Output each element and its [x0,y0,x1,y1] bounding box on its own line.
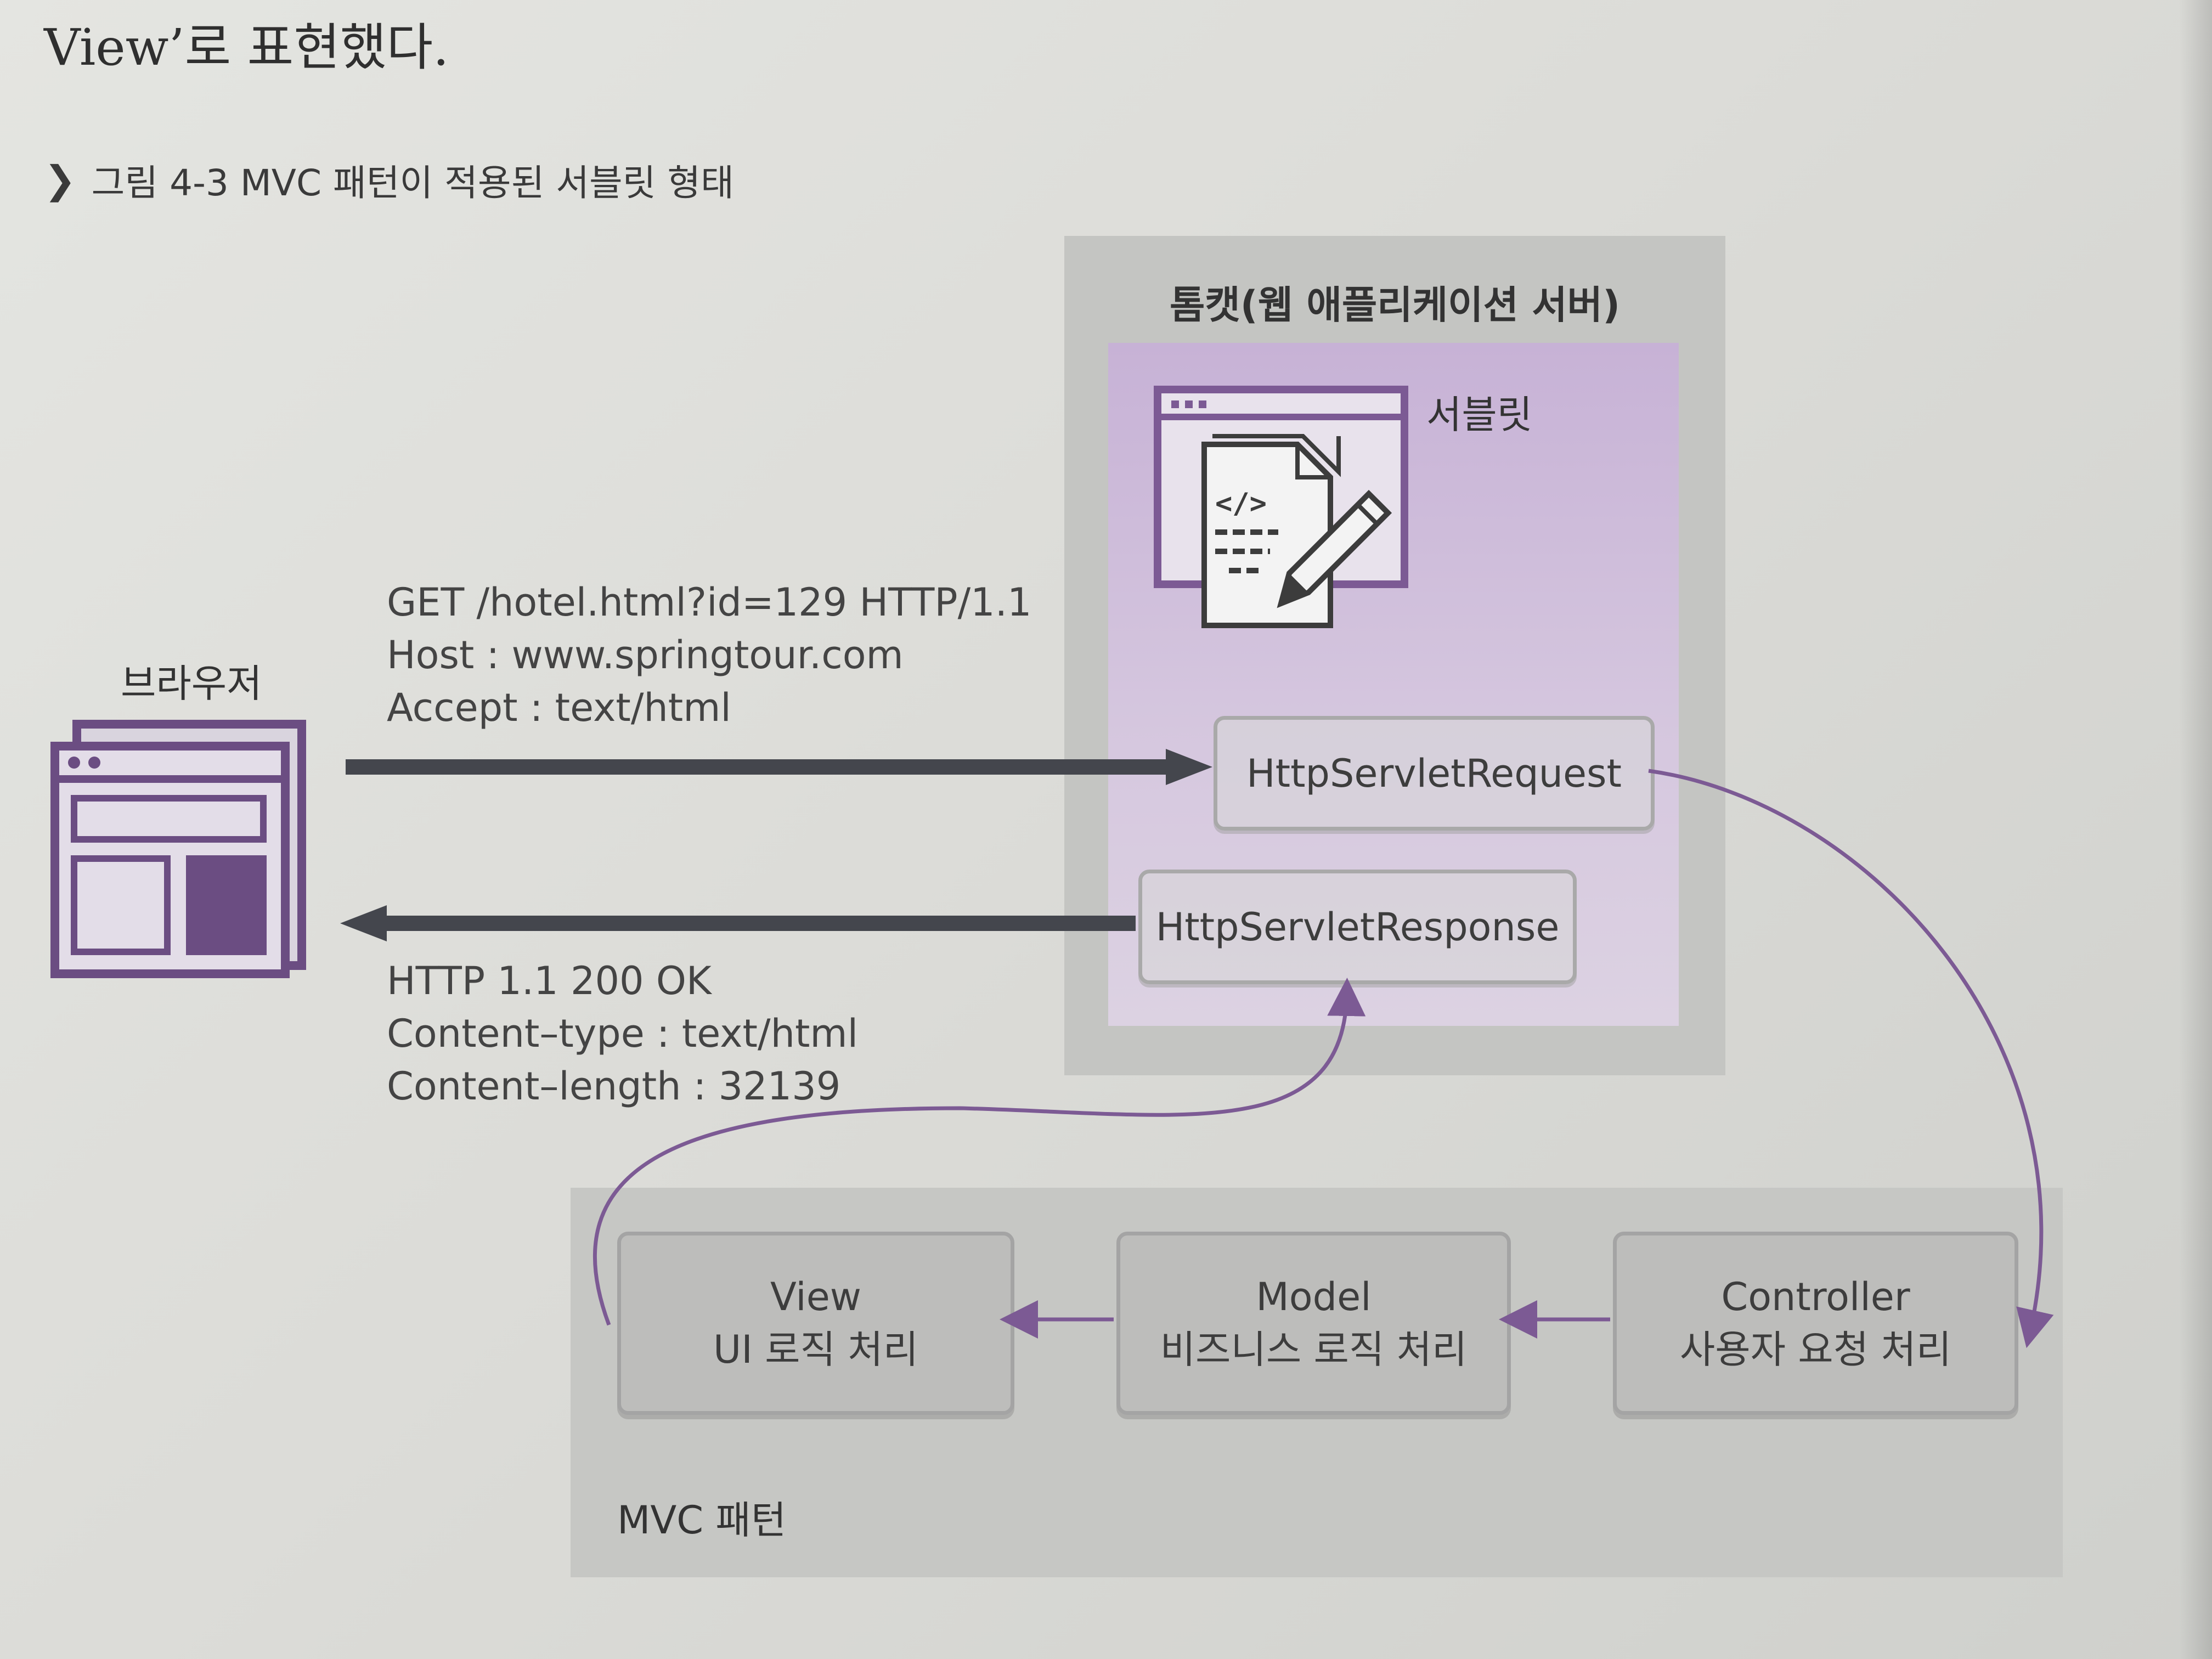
model-desc: 비즈니스 로직 처리 [1160,1327,1468,1372]
view-desc: UI 로직 처리 [713,1327,918,1372]
view-to-response-arrow [592,978,1366,1326]
request-line-3: Accept : text/html [387,685,731,730]
controller-desc: 사용자 요청 처리 [1679,1327,1952,1372]
model-title: Model [1256,1274,1372,1319]
request-line-1: GET /hotel.html?id=129 HTTP/1.1 [387,580,1032,625]
browser-window-icon [49,719,313,984]
caption-text: 그림 4-3 MVC 패턴이 적용된 서블릿 형태 [91,162,734,204]
servlet-label: 서블릿 [1426,392,1533,437]
controller-card: Controller 사용자 요청 처리 [1613,1232,2018,1415]
request-line-2: Host : www.springtour.com [387,633,904,678]
view-card: View UI 로직 처리 [617,1232,1014,1415]
http-servlet-response-box: HttpServletResponse [1138,870,1577,984]
servlet-document-icon: </> [1152,384,1410,639]
mvc-label: MVC 패턴 [617,1498,787,1543]
tomcat-title: 톰캣(웹 애플리케이션 서버) [1169,283,1621,328]
request-arrow [346,749,1212,785]
mvc-pattern-box: View UI 로직 처리 Model 비즈니스 로직 처리 Controlle… [571,1188,2063,1577]
request-to-controller-arrow [1648,769,2054,1348]
model-card: Model 비즈니스 로직 처리 [1116,1232,1511,1415]
svg-text:</>: </> [1215,487,1267,520]
response-headers: HTTP 1.1 200 OK Content–type : text/html… [387,955,858,1113]
figure-caption: ❯ 그림 4-3 MVC 패턴이 적용된 서블릿 형태 [44,154,734,206]
browser-label: 브라우저 [121,661,262,706]
request-headers: GET /hotel.html?id=129 HTTP/1.1 Host : w… [387,576,1032,734]
response-line-2: Content–type : text/html [387,1011,859,1056]
chevron-down-icon: ❯ [44,157,76,202]
view-title: View [770,1274,862,1319]
controller-title: Controller [1721,1274,1910,1319]
response-line-1: HTTP 1.1 200 OK [387,958,712,1003]
top-text: View’로 표현했다. [44,18,449,77]
http-servlet-request-box: HttpServletRequest [1214,716,1655,831]
response-arrow [340,905,1136,941]
page-edge-shadow [2179,0,2212,1659]
response-line-3: Content–length : 32139 [387,1064,841,1109]
